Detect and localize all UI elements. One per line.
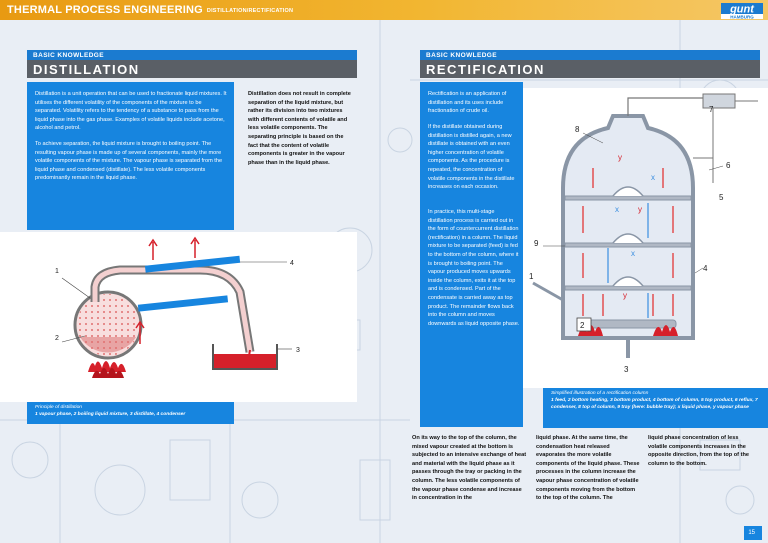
fig-label-3: 3: [624, 365, 629, 374]
caption-title: Simplified illustration of a rectificati…: [551, 391, 649, 396]
rectification-header: BASIC KNOWLEDGE RECTIFICATION: [420, 50, 760, 78]
fig-label-1: 1: [529, 272, 534, 281]
section-title: DISTILLATION: [27, 60, 357, 78]
distillation-header: BASIC KNOWLEDGE DISTILLATION: [27, 50, 357, 78]
distillation-para-2: To achieve separation, the liquid mixtur…: [35, 141, 223, 182]
bottom-heating: [580, 319, 677, 329]
section-title: RECTIFICATION: [420, 60, 760, 78]
distillation-diagram: 1 2 3 4: [55, 236, 300, 378]
fig-label-4: 4: [703, 264, 708, 273]
fig-label-7: 7: [709, 105, 714, 114]
rectification-para-2: If the distillate obtained during distil…: [428, 124, 515, 191]
section-kicker: BASIC KNOWLEDGE: [27, 50, 357, 60]
fig-label-2: 2: [55, 335, 59, 342]
fig-label-4: 4: [290, 260, 294, 267]
vapour-line: [627, 97, 703, 116]
liquid-arrows: [607, 203, 649, 318]
vapour-phase-y: y: [618, 153, 622, 162]
distillation-figure: 1 2 3 4: [0, 232, 357, 402]
column-diagram: y x y x y x 8 7 6 5 9 1 2 4 3: [529, 93, 758, 374]
liquid-phase-x: x: [651, 173, 655, 182]
fig-label-5: 5: [719, 193, 724, 202]
rectification-caption: Simplified illustration of a rectificati…: [551, 390, 761, 411]
heat-arrow: [148, 238, 158, 260]
distillate: [214, 354, 276, 368]
gunt-logo: gunt HAMBURG: [721, 3, 763, 20]
fig-label-2: 2: [580, 321, 585, 330]
rectification-caption-box: [543, 388, 768, 428]
flames: [88, 361, 126, 378]
intro-box: [27, 82, 234, 230]
condenser: [702, 93, 736, 109]
rectification-bottom-col-2: liquid phase. At the same time, the cond…: [536, 435, 640, 502]
distillation-bold-note: Distillation does not result in complete…: [248, 91, 351, 166]
logo-top-text: gunt: [729, 4, 755, 16]
rectification-para-1: Rectification is an application of disti…: [428, 91, 507, 115]
distillation-caption-box: [27, 402, 234, 424]
section-kicker: BASIC KNOWLEDGE: [420, 50, 760, 60]
liquid-phase-x-2: x: [615, 205, 619, 214]
feed-pipe: [532, 281, 564, 302]
fig-label-3: 3: [296, 347, 300, 354]
column-shell: [561, 114, 695, 340]
rectification-bottom-col-3: liquid phase concentration of less volat…: [648, 435, 749, 467]
condenser: [144, 255, 241, 273]
distillation-para-1: Distillation is a unit operation that ca…: [35, 91, 227, 132]
rectification-bottom-col-1: On its way to the top of the column, the…: [412, 435, 527, 502]
caption-body: 1 feed, 2 bottom heating, 3 bottom produ…: [551, 398, 758, 410]
header-subtitle: DISTILLATION/RECTIFICATION: [206, 8, 294, 14]
fig-label-1: 1: [55, 268, 59, 275]
page-number: 15: [748, 530, 755, 536]
vapour-arrows: [582, 168, 674, 316]
fig-label-8: 8: [575, 125, 580, 134]
bubble-caps: [612, 186, 644, 287]
beaker: [212, 344, 278, 370]
caption-body: 1 vapour phase, 2 boiling liquid mixture…: [35, 412, 186, 417]
logo-bottom-text: HAMBURG: [730, 15, 754, 20]
caption-title: Principle of distillation: [35, 405, 83, 410]
vapour-phase-y-2: y: [638, 205, 642, 214]
fig-label-9: 9: [534, 239, 539, 248]
vapour-phase-y-3: y: [623, 291, 627, 300]
reflux-line: [693, 108, 714, 159]
fig-label-6: 6: [726, 161, 731, 170]
page-number-box: [744, 526, 762, 540]
rectification-figure: y x y x y x 8 7 6 5 9 1 2 4 3: [523, 88, 768, 388]
liquid-phase-x-3: x: [631, 249, 635, 258]
rectification-text-box: [420, 82, 523, 427]
distillation-caption: Principle of distillation 1 vapour phase…: [35, 404, 230, 418]
rectification-para-3: In practice, this multi-stage distillati…: [428, 209, 520, 327]
